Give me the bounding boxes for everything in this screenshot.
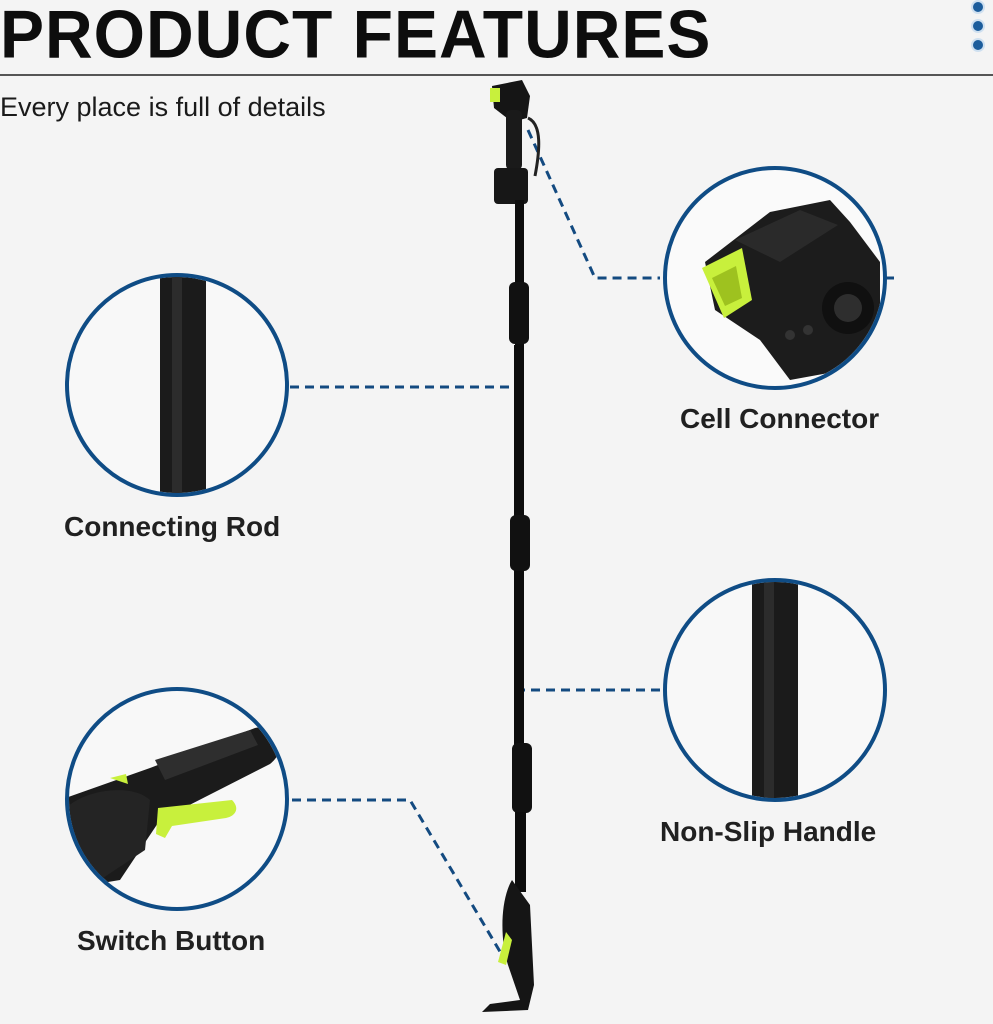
title-divider xyxy=(0,74,993,76)
tool-neck xyxy=(506,110,522,170)
tool-pole-lower xyxy=(515,812,526,892)
page-title: PRODUCT FEATURES xyxy=(0,0,712,72)
switch-button-ring xyxy=(65,687,289,911)
tool-head-lime xyxy=(490,88,500,102)
tool-collar-3 xyxy=(512,743,532,813)
dot-3 xyxy=(971,38,985,52)
switch-button-zoom xyxy=(65,687,289,911)
tool-collar-1 xyxy=(509,282,529,344)
leader-lines xyxy=(290,129,900,961)
pole-tool xyxy=(482,80,541,1012)
dot-2 xyxy=(971,19,985,33)
non-slip-handle-zoom xyxy=(663,578,887,802)
leader-cell-connector xyxy=(526,129,660,280)
menu-dots-icon xyxy=(971,0,989,57)
label-cell-connector: Cell Connector xyxy=(680,403,880,434)
tool-collar-2 xyxy=(510,515,530,571)
connecting-rod-ring xyxy=(65,273,289,497)
label-non-slip-handle: Non-Slip Handle xyxy=(660,816,877,847)
leader-switch-button xyxy=(292,798,507,961)
tool-clamp-top xyxy=(494,168,528,204)
label-switch-button: Switch Button xyxy=(77,925,266,956)
cell-connector-zoom xyxy=(663,166,887,390)
tool-trigger-lime xyxy=(498,932,512,965)
non-slip-handle-ring xyxy=(663,578,887,802)
cell-connector-ring xyxy=(663,166,887,390)
tool-cable xyxy=(527,116,541,177)
label-connecting-rod: Connecting Rod xyxy=(64,511,281,542)
dot-1 xyxy=(971,0,985,14)
page-subtitle: Every place is full of details xyxy=(0,92,326,122)
connecting-rod-zoom xyxy=(65,273,289,497)
